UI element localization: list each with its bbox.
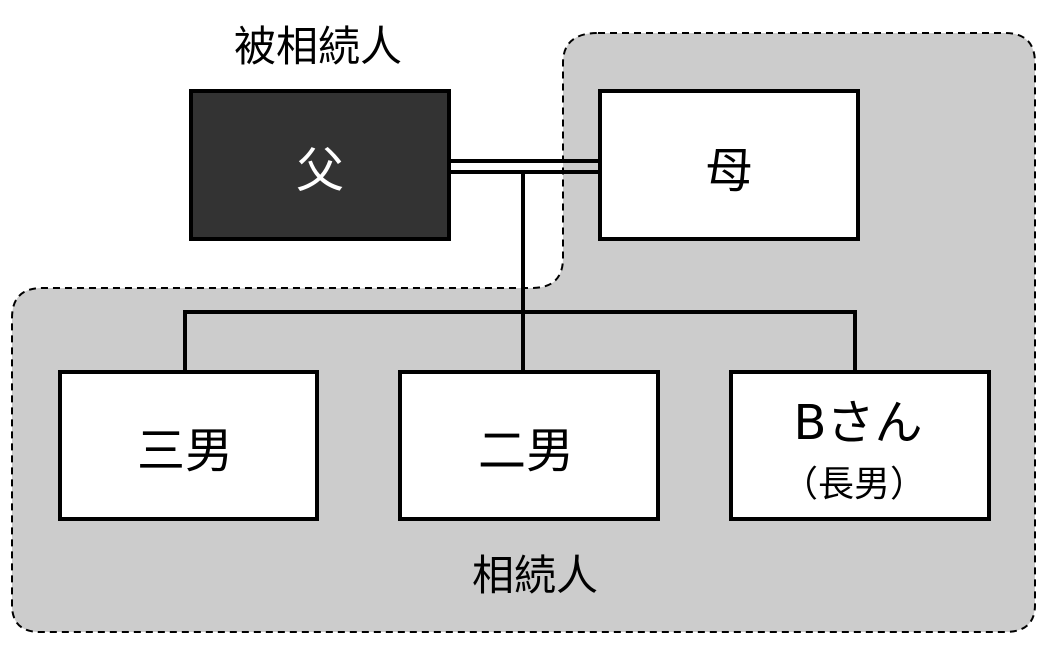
father-label: 父 <box>296 143 344 199</box>
eldest-son-relation: （長男） <box>782 464 926 505</box>
mother-label: 母 <box>705 143 753 199</box>
heirs-label: 相続人 <box>472 551 598 600</box>
deceased-title: 被相続人 <box>234 22 402 71</box>
second-son-label: 二男 <box>478 423 574 479</box>
second-son-box <box>398 370 660 521</box>
eldest-son-name: Bさん <box>794 395 923 451</box>
third-son-box <box>58 370 319 521</box>
eldest-son-box <box>729 370 991 521</box>
mother-box <box>598 89 860 241</box>
third-son-label: 三男 <box>137 423 233 479</box>
father-box <box>189 89 451 241</box>
